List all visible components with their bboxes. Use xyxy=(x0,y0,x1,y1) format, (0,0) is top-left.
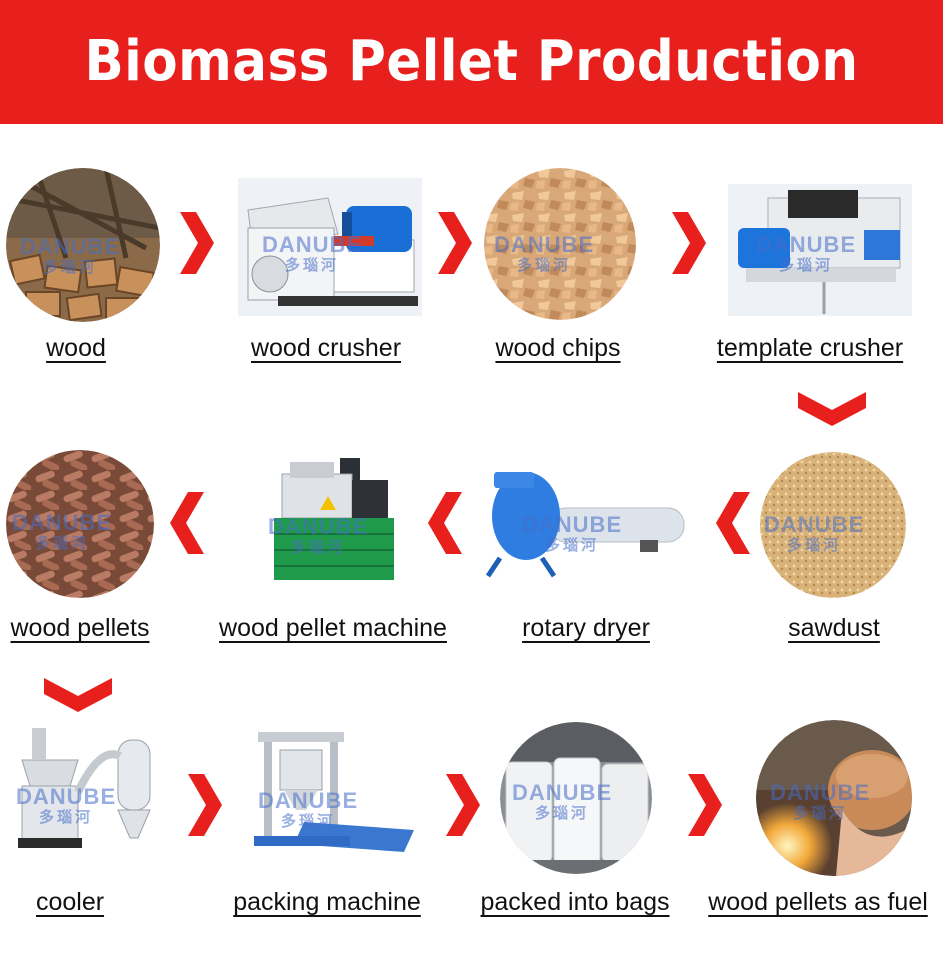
sawdust-image xyxy=(760,452,906,598)
step-label-wood: wood xyxy=(46,334,106,362)
chevron-icon xyxy=(170,492,204,554)
step-label-cooler: cooler xyxy=(35,888,105,916)
title-banner xyxy=(0,0,943,124)
chevron-icon xyxy=(428,492,462,554)
step-label-wood-chips: wood chips xyxy=(495,334,621,362)
wood-pellets-image xyxy=(6,450,154,598)
step-label-wood-pellet-machine: wood pellet machine xyxy=(219,614,447,642)
step-label-wood-crusher: wood crusher xyxy=(250,334,402,362)
page-title: Biomass Pellet Production Line xyxy=(84,29,859,218)
step-label-packed-into-bags: packed into bags xyxy=(480,888,670,916)
chevron-icon xyxy=(716,492,750,554)
chevron-icon xyxy=(688,774,722,836)
step-label-packing-machine: packing machine xyxy=(233,888,421,916)
packing-machine-image xyxy=(244,726,418,860)
template-crusher-image xyxy=(728,184,912,316)
step-label-wood-pellets: wood pellets xyxy=(10,614,150,642)
step-label-wood-pellets-as-fuel: wood pellets as fuel xyxy=(708,888,928,916)
wood-crusher-image xyxy=(238,178,422,316)
step-label-rotary-dryer: rotary dryer xyxy=(522,614,650,642)
chevron-icon xyxy=(446,774,480,836)
step-label-template-crusher: template crusher xyxy=(716,334,904,362)
chevron-icon xyxy=(798,392,866,426)
rotary-dryer-image xyxy=(480,466,692,578)
wood-pellet-machine-image xyxy=(268,456,400,586)
chevron-icon xyxy=(44,678,112,712)
chevron-icon xyxy=(188,774,222,836)
step-label-sawdust: sawdust xyxy=(788,614,880,642)
chevron-icon xyxy=(672,212,706,274)
chevron-icon xyxy=(180,212,214,274)
chevron-icon xyxy=(438,212,472,274)
cooler-image xyxy=(8,726,168,860)
wood-chips-image xyxy=(484,168,636,320)
wood-pellets-as-fuel-image xyxy=(756,720,912,876)
